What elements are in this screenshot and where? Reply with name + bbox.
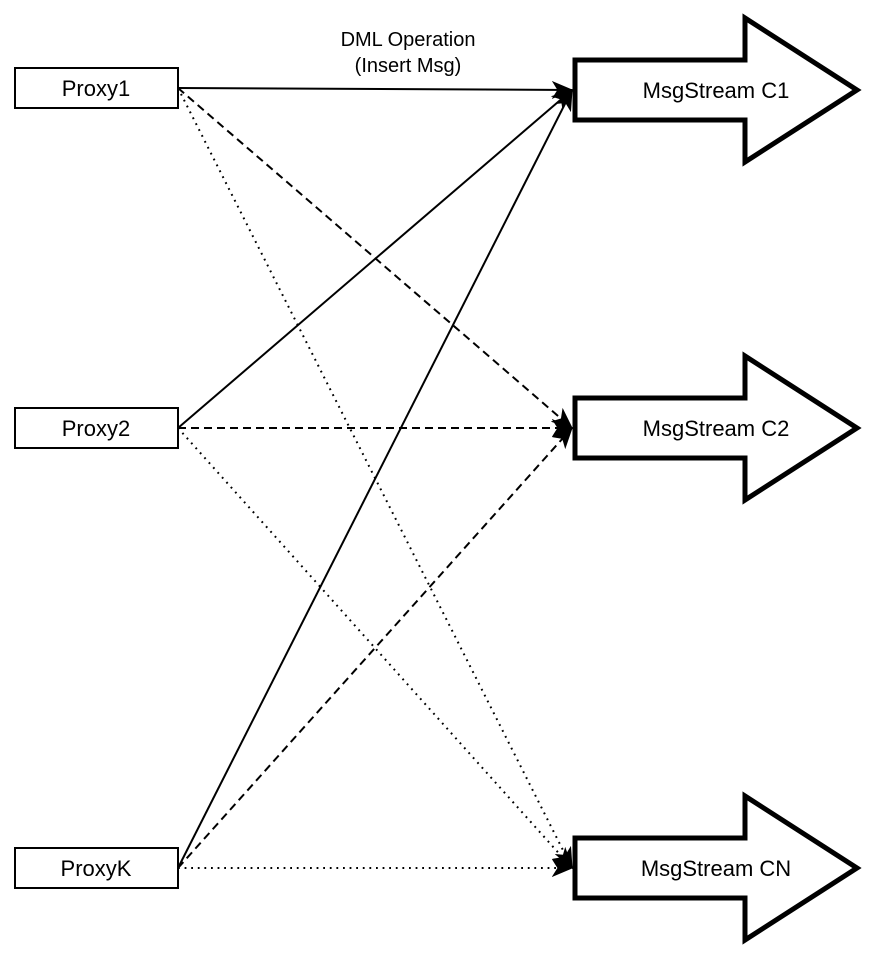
proxy1-label: Proxy1: [62, 76, 130, 101]
msgstream-c1-label: MsgStream C1: [643, 78, 790, 103]
msgstream-c2-node: MsgStream C2: [572, 351, 862, 505]
msgstream-c1-node: MsgStream C1: [572, 13, 862, 167]
msgstream-c1-arrow-shape: [572, 13, 862, 167]
connector-edges: [177, 88, 573, 869]
msgstream-cn-node: MsgStream CN: [572, 791, 862, 945]
edge-pk-to-c2: [177, 428, 572, 869]
proxy1-node: Proxy1: [14, 67, 179, 109]
edge-p2-to-c1: [177, 90, 572, 429]
msgstream-c2-arrow-shape: [572, 351, 862, 505]
proxyk-box-shape: [14, 847, 179, 889]
edge-pk-to-c1: [177, 90, 573, 869]
proxy2-label: Proxy2: [62, 416, 130, 441]
edge-p1-to-c1: [177, 88, 572, 90]
msgstream-cn-label: MsgStream CN: [641, 856, 791, 881]
proxyk-node: ProxyK: [14, 847, 179, 889]
diagram-title-line1: DML Operation: [341, 29, 476, 51]
msgstream-cn-arrow-shape: [572, 791, 862, 945]
proxyk-label: ProxyK: [61, 856, 132, 881]
proxy2-box-shape: [14, 407, 179, 449]
edge-p2-to-cn: [177, 427, 572, 868]
diagram-title-line2: (Insert Msg): [355, 55, 462, 77]
proxy2-node: Proxy2: [14, 407, 179, 449]
proxy1-box-shape: [14, 67, 179, 109]
msgstream-c2-label: MsgStream C2: [643, 416, 790, 441]
